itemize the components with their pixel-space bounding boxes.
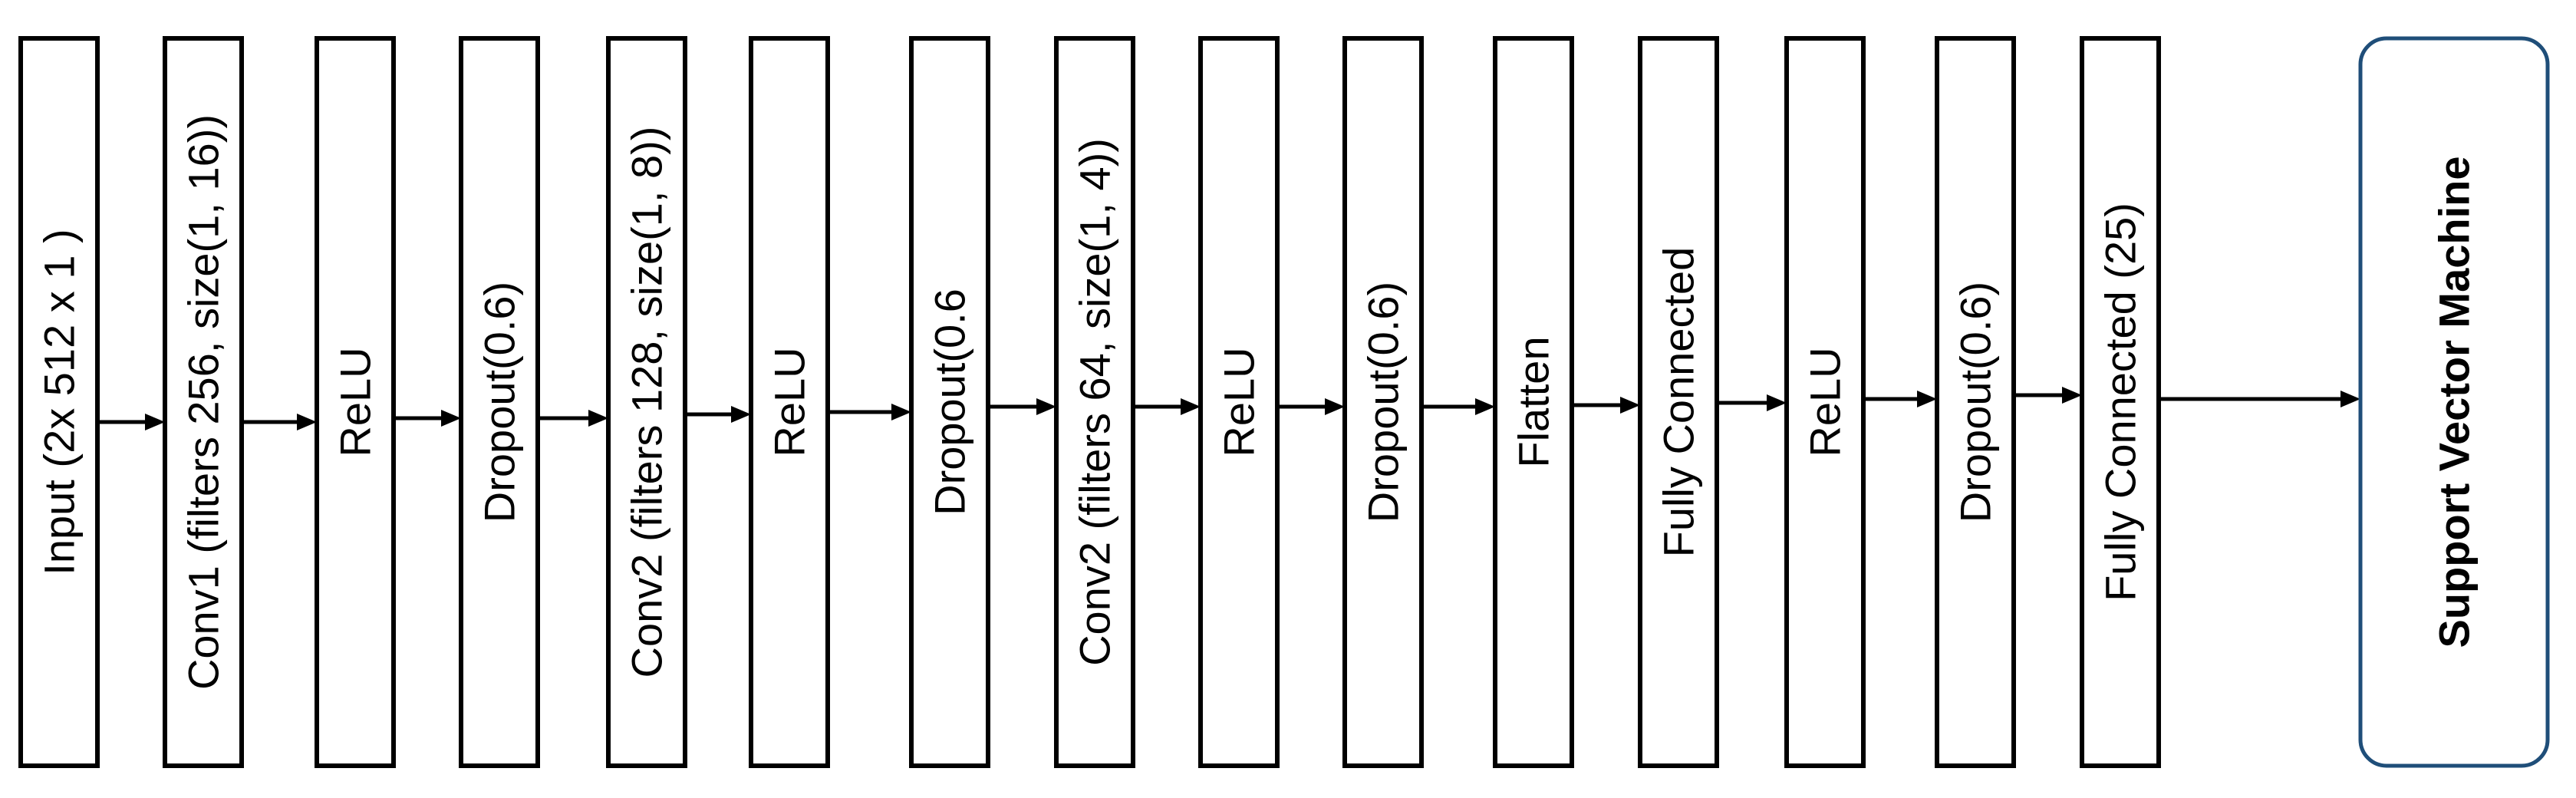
flow-arrow-head-icon: [1475, 398, 1495, 415]
flow-arrow-head-icon: [1620, 397, 1640, 414]
layer-label: Input (2x 512 x 1 ): [35, 229, 84, 575]
layer-box: [459, 36, 540, 768]
classifier-box: [2358, 36, 2550, 768]
layer-relu-3: ReLU: [1198, 36, 1280, 768]
layer-box: [1784, 36, 1866, 768]
layer-box: [315, 36, 396, 768]
layer-input: Input (2x 512 x 1 ): [18, 36, 100, 768]
layer-box: [1935, 36, 2016, 768]
layer-box: [1054, 36, 1135, 768]
layer-conv2-a: Conv2 (filters 128, size(1, 8)): [606, 36, 687, 768]
layer-label: Dropout(0.6): [1359, 282, 1408, 523]
flow-arrow-head-icon: [1036, 398, 1056, 415]
layer-box: [606, 36, 687, 768]
layer-dropout-3: Dropout(0.6): [1342, 36, 1424, 768]
layer-conv2-b: Conv2 (filters 64, size(1, 4)): [1054, 36, 1135, 768]
arrows-group: [97, 387, 2360, 430]
layer-label: Conv2 (filters 64, size(1, 4)): [1071, 138, 1119, 666]
layer-box: [2080, 36, 2161, 768]
flow-arrow-head-icon: [1767, 394, 1787, 411]
layer-label: ReLU: [331, 347, 380, 457]
flow-arrow-head-icon: [1917, 391, 1937, 407]
classifier-svm: Support Vector Machine: [2358, 36, 2550, 768]
layer-conv1: Conv1 (filters 256, size(1, 16)): [163, 36, 244, 768]
layer-box: [749, 36, 830, 768]
flow-arrow-head-icon: [588, 410, 608, 427]
layer-label: Flatten: [1510, 336, 1558, 467]
layer-flatten: Flatten: [1493, 36, 1574, 768]
flow-arrow-head-icon: [2062, 387, 2082, 404]
layer-dropout-4: Dropout(0.6): [1935, 36, 2016, 768]
layer-label: Conv1 (filters 256, size(1, 16)): [180, 114, 228, 690]
layer-box: [909, 36, 990, 768]
layer-box: [1638, 36, 1719, 768]
layer-label: ReLU: [1801, 347, 1850, 457]
classifier-label: Support Vector Machine: [2430, 157, 2479, 648]
layer-label: ReLU: [1215, 347, 1263, 457]
layer-label: Dropout(0.6: [926, 289, 974, 516]
flow-arrow-head-icon: [1181, 398, 1201, 415]
layer-label: Fully Connected (25): [2097, 203, 2145, 602]
layer-box: [1198, 36, 1280, 768]
layer-fully-connected-1: Fully Connected: [1638, 36, 1719, 768]
layer-relu-4: ReLU: [1784, 36, 1866, 768]
layer-label: Conv2 (filters 128, size(1, 8)): [623, 127, 671, 678]
flow-arrow-head-icon: [731, 406, 751, 423]
layer-box: [163, 36, 244, 768]
layer-label: Dropout(0.6): [1952, 282, 2000, 523]
layer-box: [1342, 36, 1424, 768]
layer-boxes-group: Input (2x 512 x 1 ) Conv1 (filters 256, s…: [18, 36, 2550, 768]
layer-label: Fully Connected: [1655, 247, 1703, 558]
layer-box: [1493, 36, 1574, 768]
layer-dropout-2: Dropout(0.6: [909, 36, 990, 768]
flow-arrow-head-icon: [145, 414, 165, 430]
layer-label: Dropout(0.6): [476, 282, 524, 523]
flow-arrow-head-icon: [2340, 391, 2360, 407]
layer-label: ReLU: [766, 347, 814, 457]
flow-arrow-head-icon: [441, 410, 461, 427]
layer-dropout-1: Dropout(0.6): [459, 36, 540, 768]
flow-arrow-head-icon: [891, 404, 911, 420]
layer-fully-connected-2: Fully Connected (25): [2080, 36, 2161, 768]
flow-arrow-head-icon: [297, 414, 317, 430]
layer-relu-1: ReLU: [315, 36, 396, 768]
flow-arrow-head-icon: [1325, 398, 1345, 415]
layer-box: [18, 36, 100, 768]
layer-relu-2: ReLU: [749, 36, 830, 768]
